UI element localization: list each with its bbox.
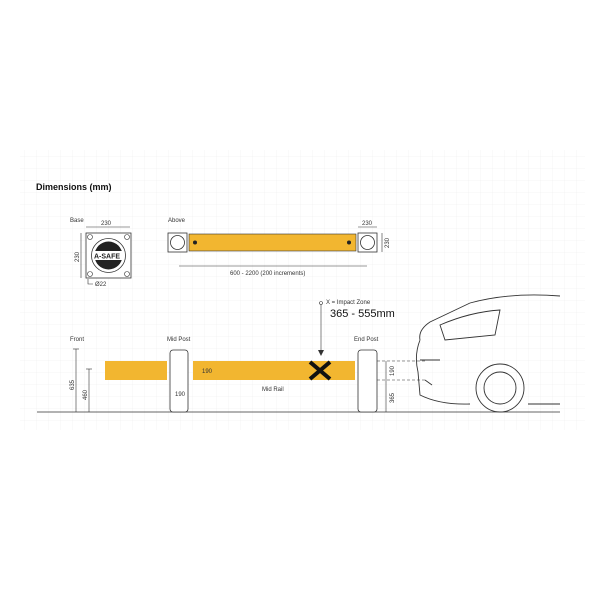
svg-text:460: 460 bbox=[83, 389, 89, 400]
base-width: 230 bbox=[101, 221, 112, 227]
car-illustration bbox=[415, 294, 561, 413]
front-rail bbox=[105, 361, 167, 380]
mid-post bbox=[169, 349, 189, 413]
rail-top-view bbox=[188, 233, 357, 252]
diagram-title: Dimensions (mm) bbox=[36, 182, 112, 192]
base-label: Base bbox=[70, 218, 84, 224]
svg-text:190: 190 bbox=[202, 369, 213, 375]
front-label: Front bbox=[70, 337, 84, 343]
grid-background bbox=[20, 150, 585, 430]
svg-text:A-SAFE: A-SAFE bbox=[94, 254, 120, 261]
svg-text:635: 635 bbox=[70, 379, 76, 390]
above-label: Above bbox=[168, 218, 186, 224]
svg-text:230: 230 bbox=[362, 221, 373, 227]
svg-text:190: 190 bbox=[175, 392, 186, 398]
bolt-diameter: Ø22 bbox=[95, 282, 107, 288]
svg-text:190: 190 bbox=[390, 365, 396, 376]
rail-length: 600 - 2200 (200 increments) bbox=[230, 271, 305, 277]
above-view: Above 230 230 600 - 2200 (200 increments… bbox=[167, 218, 391, 277]
impact-zone-label: X = Impact Zone bbox=[326, 300, 371, 306]
mid-rail-label: Mid Rail bbox=[262, 387, 284, 393]
end-post-label: End Post bbox=[354, 337, 379, 343]
svg-text:365: 365 bbox=[390, 392, 396, 403]
impact-zone-range: 365 - 555mm bbox=[330, 308, 395, 320]
base-height: 230 bbox=[75, 251, 81, 262]
end-post bbox=[357, 349, 378, 413]
mid-post-label: Mid Post bbox=[167, 337, 191, 343]
svg-text:230: 230 bbox=[385, 237, 391, 248]
base-view: Base 230 230 A-SAFE Ø22 bbox=[70, 218, 132, 288]
side-view: Front 635 460 Mid Post 190 190 Mid Rail … bbox=[37, 294, 561, 413]
impact-x-mark bbox=[308, 360, 332, 381]
